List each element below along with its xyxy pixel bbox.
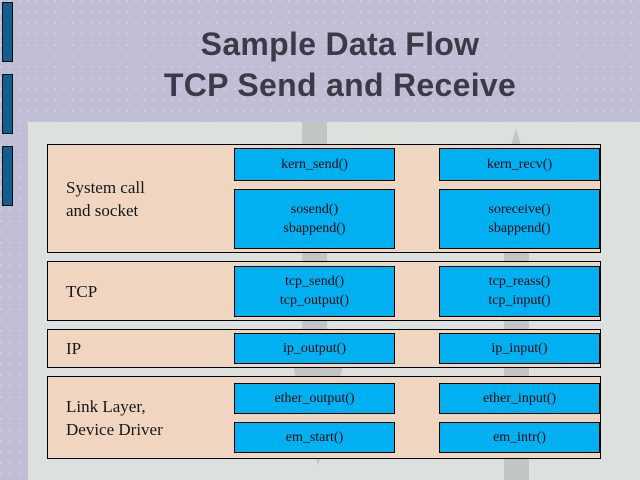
slide-title-line-2: TCP Send and Receive: [163, 67, 517, 103]
function-name: ether_output(): [274, 390, 355, 406]
function-box-soreceive[interactable]: soreceive() sbappend(): [439, 189, 600, 249]
accent-bar-1: [2, 2, 13, 62]
function-box-tcp-reass[interactable]: tcp_reass() tcp_input(): [439, 265, 600, 317]
receive-column: tcp_reass() tcp_input(): [439, 265, 600, 317]
function-box-kern-recv[interactable]: kern_recv(): [439, 148, 600, 182]
function-name: sosend(): [290, 202, 339, 218]
receive-column: kern_recv() soreceive() sbappend(): [439, 148, 600, 249]
slide-title: Sample Data Flow TCP Send and Receive: [60, 24, 620, 106]
layer-label-link-layer: Link Layer, Device Driver: [48, 377, 234, 458]
function-name: sbappend(): [283, 221, 346, 237]
layer-columns: ip_output() ip_input(): [234, 330, 604, 367]
function-box-ether-input[interactable]: ether_input(): [439, 382, 600, 414]
function-box-ether-output[interactable]: ether_output(): [234, 382, 395, 414]
function-name: ip_output(): [283, 341, 346, 356]
function-name: tcp_send(): [284, 274, 345, 289]
slide-title-line-1: Sample Data Flow: [200, 26, 480, 62]
layer-label-line: Device Driver: [66, 419, 163, 439]
table-row: Link Layer, Device Driver ether_output()…: [47, 376, 601, 459]
function-box-em-intr[interactable]: em_intr(): [439, 421, 600, 453]
send-column: ip_output(): [234, 333, 395, 364]
layer-label-ip: IP: [48, 330, 234, 367]
function-name: em_intr(): [493, 429, 546, 445]
layer-columns: ether_output() em_start() ether_input() …: [234, 377, 604, 458]
function-name: sbappend(): [488, 221, 551, 237]
function-name: tcp_output(): [279, 293, 350, 308]
table-row: IP ip_output() ip_input(): [47, 329, 601, 368]
receive-column: ether_input() em_intr(): [439, 380, 600, 455]
function-box-ip-output[interactable]: ip_output(): [234, 333, 395, 364]
table-row: TCP tcp_send() tcp_output() tcp_reass() …: [47, 261, 601, 321]
function-name: kern_send(): [281, 157, 348, 173]
column-spacer: [395, 148, 439, 249]
function-box-ip-input[interactable]: ip_input(): [439, 333, 600, 364]
function-name: tcp_input(): [488, 293, 551, 308]
send-column: tcp_send() tcp_output(): [234, 265, 395, 317]
function-box-sosend[interactable]: sosend() sbappend(): [234, 189, 395, 249]
function-box-kern-send[interactable]: kern_send(): [234, 148, 395, 182]
table-row: System call and socket kern_send() sosen…: [47, 144, 601, 253]
layer-label-line: Link Layer,: [66, 396, 146, 416]
send-column: ether_output() em_start(): [234, 380, 395, 455]
function-name: ip_input(): [491, 341, 548, 356]
function-name: tcp_reass(): [488, 274, 551, 289]
receive-column: ip_input(): [439, 333, 600, 364]
layer-label-line: System call: [66, 177, 145, 197]
send-column: kern_send() sosend() sbappend(): [234, 148, 395, 249]
function-name: soreceive(): [488, 202, 551, 218]
layer-label-line: TCP: [66, 281, 98, 301]
layer-label-system-call: System call and socket: [48, 145, 234, 252]
function-box-em-start[interactable]: em_start(): [234, 421, 395, 453]
layer-label-tcp: TCP: [48, 262, 234, 320]
layer-label-line: and socket: [66, 200, 139, 220]
layer-columns: tcp_send() tcp_output() tcp_reass() tcp_…: [234, 262, 604, 320]
layer-label-line: IP: [66, 339, 82, 358]
layer-columns: kern_send() sosend() sbappend() kern_rec…: [234, 145, 604, 252]
column-spacer: [395, 265, 439, 317]
function-name: em_start(): [285, 429, 344, 445]
function-name: kern_recv(): [486, 157, 553, 173]
accent-bar-3: [2, 146, 13, 206]
accent-bar-2: [2, 74, 13, 134]
column-spacer: [395, 380, 439, 455]
function-box-tcp-send[interactable]: tcp_send() tcp_output(): [234, 265, 395, 317]
function-name: ether_input(): [482, 390, 557, 406]
protocol-stack-diagram: System call and socket kern_send() sosen…: [47, 144, 601, 459]
column-spacer: [395, 333, 439, 364]
